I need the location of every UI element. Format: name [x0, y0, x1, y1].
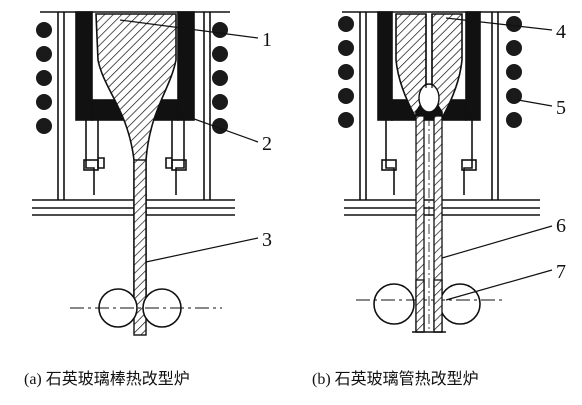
callout-3: 3: [262, 229, 272, 251]
callout-6: 6: [556, 215, 566, 237]
caption-a: (a) 石英玻璃棒热改型炉: [24, 370, 190, 388]
callout-4: 4: [556, 21, 566, 43]
pull-rollers-b: [373, 283, 481, 325]
susceptor-right-a: [177, 11, 195, 121]
induction-coil-b: [338, 16, 522, 128]
caption-b: (b) 石英玻璃管热改型炉: [312, 370, 479, 388]
callout-2: 2: [262, 133, 272, 155]
callout-5: 5: [556, 97, 566, 119]
susceptor-left-a: [75, 11, 93, 121]
drawn-rod-a: [133, 159, 147, 336]
induction-coil-a: [36, 22, 228, 134]
susceptor-left-b: [377, 11, 393, 121]
callout-7: 7: [556, 261, 566, 283]
callout-1: 1: [262, 29, 272, 51]
susceptor-right-b: [465, 11, 481, 121]
